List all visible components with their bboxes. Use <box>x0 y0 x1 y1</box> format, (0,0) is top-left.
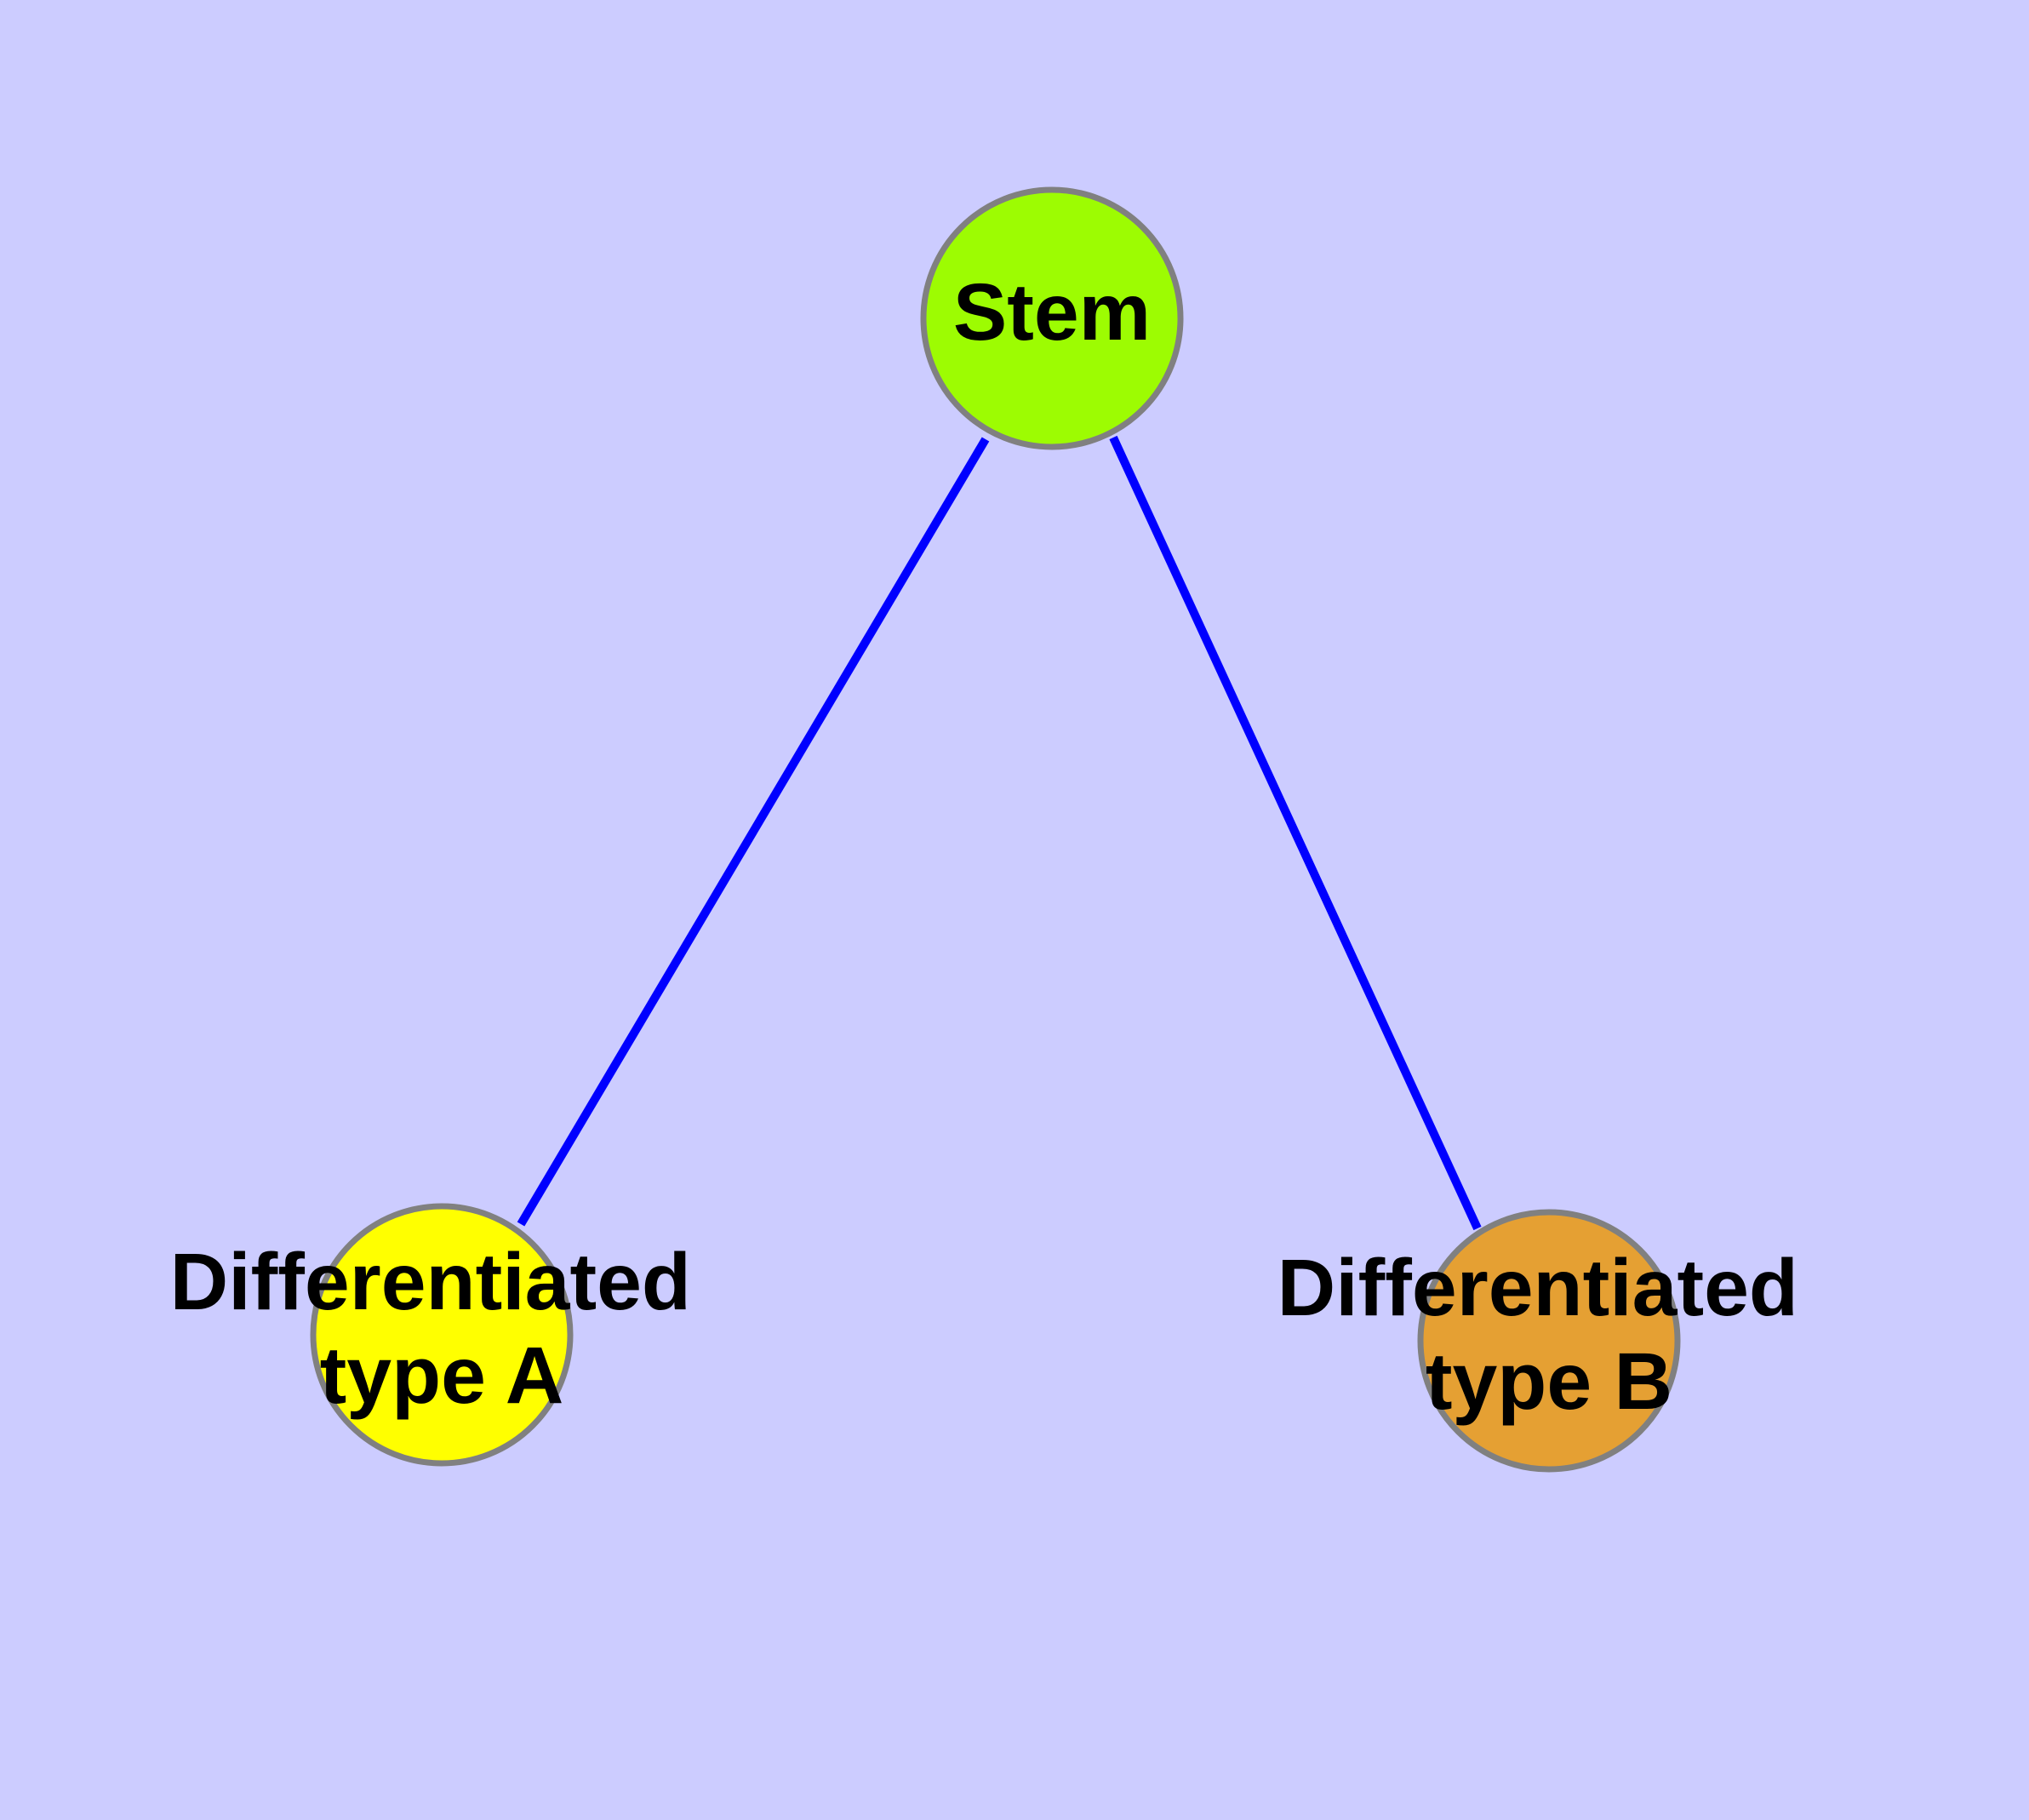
edge-stem-to-differentiated-type-b[interactable] <box>1109 435 1482 1231</box>
node-differentiated-type-a-label: Differentiated type A <box>170 1237 714 1421</box>
edge-stem-to-differentiated-type-a[interactable] <box>517 437 990 1227</box>
node-stem-label-line-1: Stem <box>953 267 1151 358</box>
node-stem-circle[interactable] <box>920 186 1184 450</box>
node-differentiated-type-a-label-line-2: type A <box>320 1331 564 1421</box>
node-differentiated-type-b-label: Differentiated type B <box>1277 1243 1821 1427</box>
node-differentiated-type-b-label-line-2: type B <box>1426 1336 1672 1427</box>
node-differentiated-type-a-label-line-1: Differentiated <box>170 1237 691 1327</box>
node-differentiated-type-a[interactable]: Differentiated type A <box>170 1203 714 1467</box>
node-differentiated-type-b-label-line-1: Differentiated <box>1277 1243 1798 1333</box>
node-layer: Stem Differentiated type A Differentiate… <box>170 186 1821 1473</box>
node-stem[interactable]: Stem <box>920 186 1184 450</box>
node-differentiated-type-a-circle[interactable] <box>310 1203 574 1467</box>
node-differentiated-type-b[interactable]: Differentiated type B <box>1277 1209 1821 1473</box>
node-differentiated-type-b-circle[interactable] <box>1417 1209 1681 1473</box>
node-stem-label: Stem <box>953 267 1151 358</box>
edge-layer <box>517 435 1482 1231</box>
